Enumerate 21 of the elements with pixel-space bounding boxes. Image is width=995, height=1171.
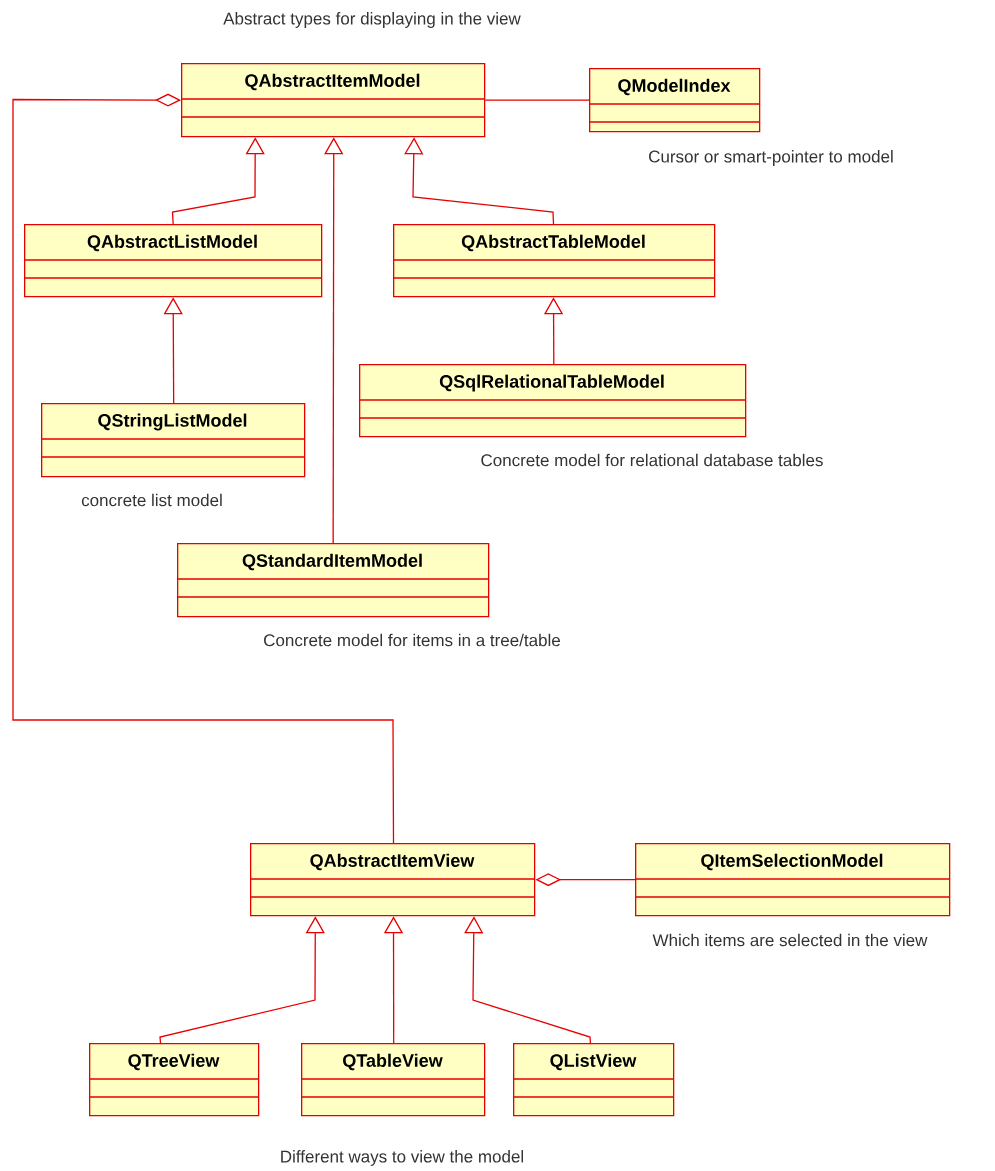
note-text: Cursor or smart-pointer to model <box>649 150 893 166</box>
class-box: QAbstractItemView <box>249 843 536 917</box>
class-box: QSqlRelationalTableModel <box>358 364 747 438</box>
class-box: QTreeView <box>88 1043 260 1117</box>
aggregation-line <box>12 93 395 844</box>
association-line <box>484 99 590 101</box>
class-box: QStringListModel <box>40 403 306 478</box>
note-text: Concrete model for items in a tree/table <box>264 633 560 647</box>
note-text: Concrete model for relational database tables <box>481 453 823 467</box>
class-box: QTableView <box>300 1043 486 1117</box>
class-box: QModelIndex <box>588 68 761 133</box>
class-box: QStandardItemModel <box>176 543 490 618</box>
note-text: Different ways to view the model <box>281 1150 524 1166</box>
note-text: Abstract types for displaying in the view <box>223 12 521 28</box>
class-box: QItemSelectionModel <box>634 843 951 917</box>
class-box: QAbstractListModel <box>23 224 323 298</box>
note-text: Which items are selected in the view <box>652 933 928 947</box>
class-box: QListView <box>512 1043 675 1117</box>
note-text: concrete list model <box>81 493 222 507</box>
class-box: QAbstractItemModel <box>180 63 486 138</box>
class-box: QAbstractTableModel <box>392 224 716 298</box>
